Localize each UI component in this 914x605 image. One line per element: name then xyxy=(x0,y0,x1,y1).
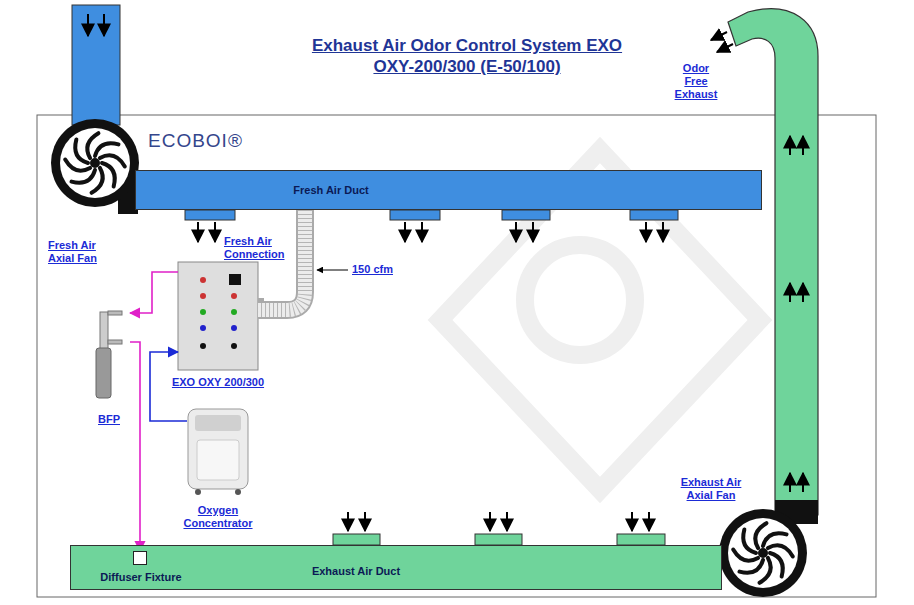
diagram-title: Exhaust Air Odor Control System EXO OXY-… xyxy=(292,35,642,77)
fan-node: Fresh Air Axial Fan xyxy=(51,119,139,207)
node-label: BFP xyxy=(84,413,134,426)
fan-blade xyxy=(100,155,125,166)
fan-node: Exhaust Air Axial Fan xyxy=(719,509,807,597)
control-panel-node: EXO OXY 200/300 xyxy=(178,262,258,370)
node-label: Exhaust Air Axial Fan xyxy=(669,476,753,502)
control-panel xyxy=(178,262,264,370)
duct-band: Fresh Air Duct xyxy=(135,170,762,210)
intake-duct xyxy=(72,5,120,125)
diffuser-fixture: Diffuser Fixture xyxy=(133,551,147,565)
node-label: Oxygen Concentrator xyxy=(167,504,269,530)
node-label: EXO OXY 200/300 xyxy=(153,376,283,389)
bfp-node: BFP xyxy=(88,311,130,401)
node-label: Fresh Air Axial Fan xyxy=(48,239,118,265)
leader-line xyxy=(317,270,348,271)
node-label: Fresh Air Duct xyxy=(261,184,401,197)
concentrator-node: Oxygen Concentrator xyxy=(187,408,249,496)
exhaust-fan-symbol xyxy=(719,500,818,597)
fan-blade xyxy=(768,545,793,556)
brand-logo: ECOBOI® xyxy=(148,130,258,152)
duct-band: Exhaust Air Duct Diffuser Fixture xyxy=(70,545,722,590)
connector-stroke xyxy=(130,342,140,551)
duct-outlets xyxy=(185,210,678,220)
bfp-device xyxy=(96,311,122,398)
flow-arrows xyxy=(198,222,663,531)
tube-line xyxy=(130,342,140,551)
frame xyxy=(37,115,876,597)
annotation: 150 cfm xyxy=(352,263,422,276)
duct-inlets xyxy=(333,534,665,545)
concentrator-device xyxy=(188,409,248,495)
tube-line xyxy=(130,272,178,313)
fresh-fan-symbol xyxy=(51,119,139,214)
exhaust-stack xyxy=(728,9,818,515)
node-label: Exhaust Air Duct xyxy=(296,565,416,578)
annotation: Odor Free Exhaust xyxy=(672,62,720,101)
node-label: Diffuser Fixture xyxy=(79,571,203,584)
connector-stroke xyxy=(130,272,178,313)
annotation: Fresh Air Connection xyxy=(224,235,296,261)
